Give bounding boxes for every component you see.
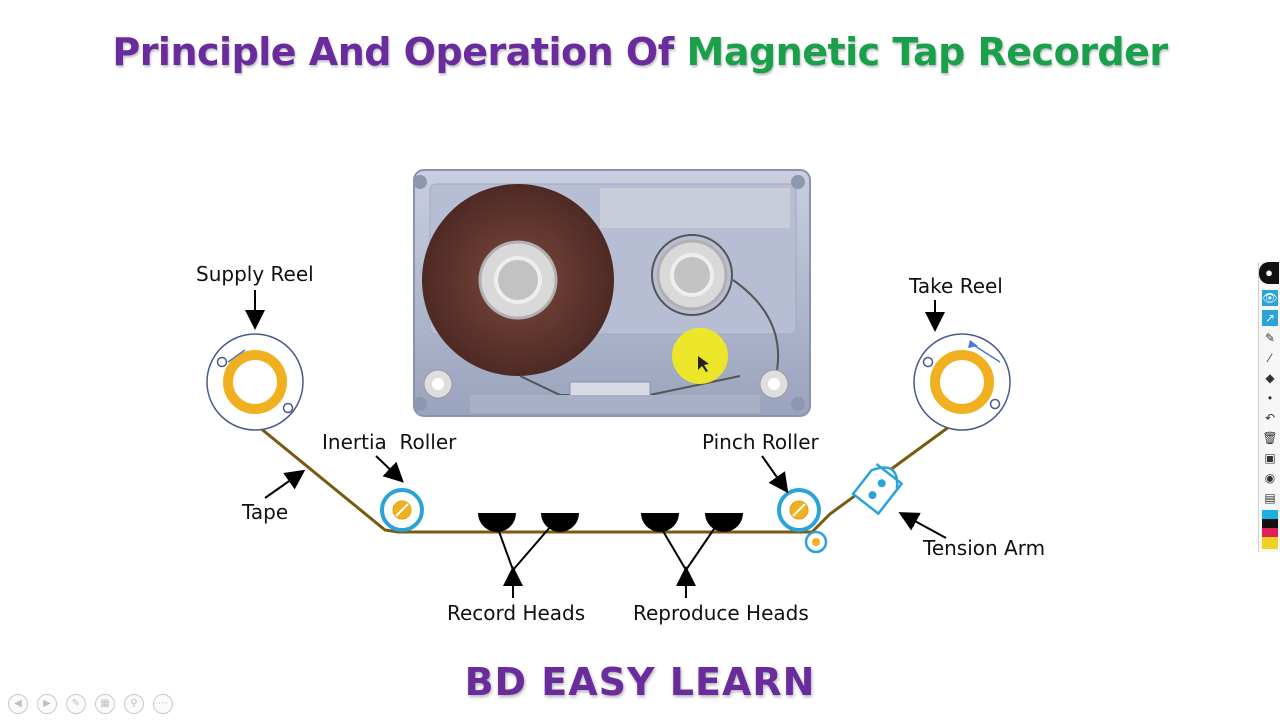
prev-icon[interactable]: ◀	[8, 694, 28, 714]
pen-tool-icon[interactable]: ●	[1259, 262, 1279, 284]
reproduce-head-2	[705, 513, 743, 532]
annotation-toolbar	[1258, 262, 1280, 552]
record-heads	[478, 513, 579, 532]
dot-icon[interactable]: •	[1267, 391, 1273, 405]
label-pinch-roller: Pinch Roller	[702, 430, 819, 454]
pen-icon[interactable]: ✎	[66, 694, 86, 714]
label-inertia-roller: Inertia Roller	[322, 430, 457, 454]
color-swatch-magenta[interactable]	[1262, 528, 1278, 537]
brand-footer: BD EASY LEARN	[464, 660, 816, 704]
eraser-icon[interactable]: ✎	[1264, 331, 1276, 345]
title-part-green: Magnetic Tap Recorder	[686, 30, 1169, 74]
camera-icon[interactable]: ◉	[1264, 471, 1276, 485]
supply-reel	[206, 333, 304, 431]
title-part-purple: Principle And Operation Of	[112, 30, 674, 74]
cassette-image	[413, 169, 811, 417]
slides-icon[interactable]: ▦	[95, 694, 115, 714]
undo-icon[interactable]: ↶	[1264, 411, 1276, 425]
label-take-reel: Take Reel	[909, 274, 1003, 298]
trash-icon[interactable]: 🗑	[1262, 431, 1278, 445]
label-supply-reel: Supply Reel	[196, 262, 314, 286]
label-tension-arm: Tension Arm	[923, 536, 1046, 560]
screen-icon[interactable]: ▣	[1264, 451, 1276, 465]
label-record-heads: Record Heads	[447, 601, 586, 625]
reproduce-head-1	[641, 513, 679, 532]
color-swatch-cyan[interactable]	[1262, 510, 1278, 519]
pointer-lines	[245, 290, 947, 598]
more-icon[interactable]: ⋯	[153, 694, 173, 714]
slide-title: Principle And Operation Of Magnetic Tap …	[0, 30, 1280, 74]
label-reproduce-heads: Reproduce Heads	[633, 601, 809, 625]
inertia-roller	[380, 488, 424, 532]
next-icon[interactable]: ▶	[37, 694, 57, 714]
record-head-2	[541, 513, 579, 532]
highlighter-icon[interactable]: ◆	[1265, 371, 1275, 385]
pointer-icon[interactable]: ↗	[1262, 310, 1278, 326]
color-swatch-yellow[interactable]	[1262, 537, 1278, 549]
record-head-1	[478, 513, 516, 532]
eye-icon[interactable]: 👁	[1262, 290, 1278, 306]
cursor-highlight	[672, 328, 728, 384]
tension-arm	[851, 462, 904, 516]
color-swatch-black[interactable]	[1262, 519, 1278, 528]
take-reel	[913, 333, 1011, 431]
pinch-roller	[777, 488, 828, 554]
zoom-icon[interactable]: ⚲	[124, 694, 144, 714]
label-tape: Tape	[242, 500, 289, 524]
tape-path	[247, 408, 973, 534]
reproduce-heads	[641, 513, 743, 532]
clipboard-icon[interactable]: ▤	[1264, 491, 1276, 505]
line-icon[interactable]: ∕	[1268, 351, 1271, 365]
